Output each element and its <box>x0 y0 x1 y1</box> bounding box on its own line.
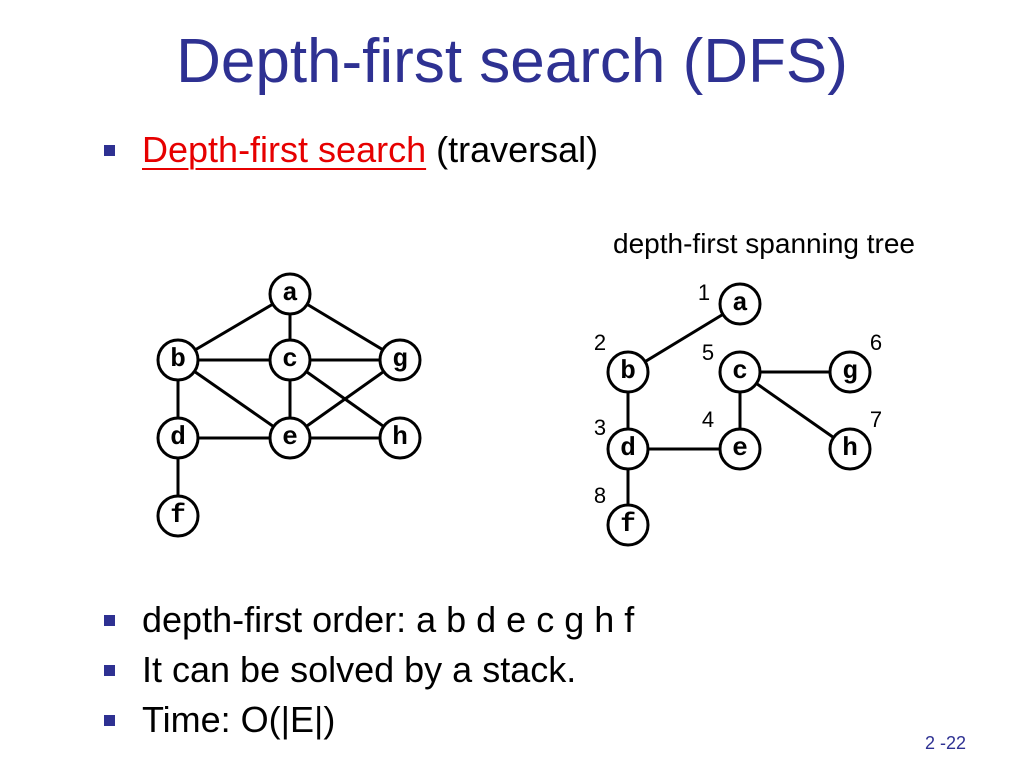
bullet-item-traversal: Depth-first search (traversal) <box>104 124 598 176</box>
visit-order-e: 4 <box>702 407 714 432</box>
graph-node-label: g <box>392 344 408 374</box>
tree-node-label: c <box>732 356 748 386</box>
graph-node-circle <box>268 416 312 460</box>
visit-order-a: 1 <box>698 280 710 305</box>
tree-node-circle <box>718 350 762 394</box>
graph-node-circle <box>156 338 200 382</box>
bullet-square-icon <box>104 714 115 726</box>
visit-order-g: 6 <box>870 330 882 355</box>
graph-node-label: h <box>392 422 408 452</box>
tree-nodes: a b c g d e h f <box>606 282 872 547</box>
graph-node-label: d <box>170 422 186 452</box>
graph-node-d: d <box>156 416 200 460</box>
graph-node-e: e <box>268 416 312 460</box>
tree-edges <box>626 302 851 525</box>
tree-node-c: c <box>718 350 762 394</box>
tree-node-circle <box>606 427 650 471</box>
traversal-text: (traversal) <box>426 129 599 170</box>
tree-node-b: b <box>606 350 650 394</box>
graph-node-f: f <box>156 494 200 538</box>
bullet-text: It can be solved by a stack. <box>142 649 577 690</box>
graph-edges <box>176 292 401 516</box>
graph-node-label: a <box>282 278 298 308</box>
visit-order-f: 8 <box>594 483 606 508</box>
visit-order-b: 2 <box>594 330 606 355</box>
graph-node-circle <box>378 416 422 460</box>
graph-node-circle <box>378 338 422 382</box>
graph-node-label: f <box>170 500 186 530</box>
graph-node-c: c <box>268 338 312 382</box>
tree-node-circle <box>606 350 650 394</box>
tree-node-label: b <box>620 356 636 386</box>
bullet-square-icon <box>104 614 115 626</box>
graph-node-circle <box>268 338 312 382</box>
visit-order-c: 5 <box>702 340 714 365</box>
bullet-square-icon <box>104 664 115 676</box>
tree-node-f: f <box>606 503 650 547</box>
bullet-text: depth-first order: a b d e c g h f <box>142 599 635 640</box>
tree-node-circle <box>828 427 872 471</box>
slide-title: Depth-first search (DFS) <box>176 27 848 96</box>
tree-node-a: a <box>718 282 762 326</box>
graph-node-circle <box>156 416 200 460</box>
visit-order-h: 7 <box>870 407 882 432</box>
graph-node-label: c <box>282 344 298 374</box>
tree-node-h: h <box>828 427 872 471</box>
graph-edge-a-b <box>177 292 291 362</box>
page-number: 2 -22 <box>924 733 966 753</box>
graph-node-b: b <box>156 338 200 382</box>
graph-node-circle <box>156 494 200 538</box>
tree-node-label: d <box>620 433 636 463</box>
tree-node-circle <box>606 503 650 547</box>
tree-node-circle <box>718 427 762 471</box>
spanning-tree-caption: depth-first spanning tree <box>613 228 915 259</box>
bullet-item-order: depth-first order: a b d e c g h f <box>104 594 634 646</box>
tree-node-label: f <box>620 509 636 539</box>
graph-node-a: a <box>268 272 312 316</box>
graph-edge-g-e <box>289 358 401 440</box>
tree-node-d: d <box>606 427 650 471</box>
graph-nodes: a b c g d e h f <box>156 272 422 538</box>
bullet-item-stack: It can be solved by a stack. <box>104 644 576 696</box>
tree-node-g: g <box>828 350 872 394</box>
tree-node-label: h <box>842 433 858 463</box>
graph-node-circle <box>268 272 312 316</box>
tree-node-label: e <box>732 433 748 463</box>
tree-node-circle <box>828 350 872 394</box>
tree-node-circle <box>718 282 762 326</box>
tree-edge-c-h <box>739 370 851 451</box>
tree-node-label: a <box>732 288 748 318</box>
tree-visit-orders: 1 2 3 4 5 6 7 8 <box>594 280 882 508</box>
tree-node-e: e <box>718 427 762 471</box>
bullet-text: Time: O(|E|) <box>142 699 336 740</box>
bullet-square-icon <box>104 144 115 156</box>
tree-node-label: g <box>842 356 858 386</box>
graph-node-label: b <box>170 344 186 374</box>
graph-node-label: e <box>282 422 298 452</box>
graph-edge-b-e <box>177 358 291 440</box>
graph-node-h: h <box>378 416 422 460</box>
graph-node-g: g <box>378 338 422 382</box>
tree-edge-a-b <box>627 302 741 374</box>
visit-order-d: 3 <box>594 415 606 440</box>
dfs-link[interactable]: Depth-first search <box>142 129 427 170</box>
bullet-item-time: Time: O(|E|) <box>104 694 335 746</box>
